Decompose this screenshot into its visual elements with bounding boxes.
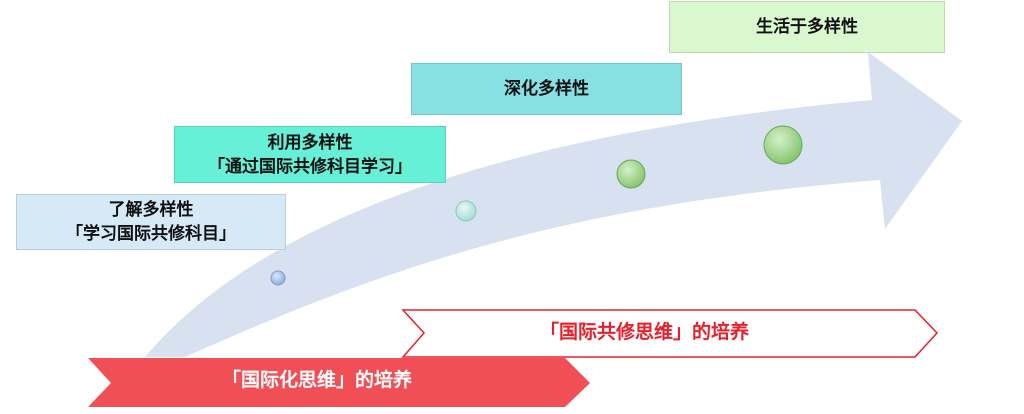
stage-dot-2 bbox=[455, 200, 477, 222]
stage-1-subtitle: 「学习国际共修科目」 bbox=[66, 224, 236, 244]
growth-arrow bbox=[145, 52, 962, 357]
banner-bottom-label: 「国际化思维」的培养 bbox=[222, 369, 413, 391]
stage-4-title: 生活于多样性 bbox=[756, 17, 858, 37]
stage-2-subtitle: 「通过国际共修科目学习」 bbox=[208, 156, 412, 177]
stage-box-2: 利用多样性 「通过国际共修科目学习」 bbox=[174, 126, 446, 183]
stage-1-title: 了解多样性 bbox=[108, 200, 194, 220]
stage-box-3: 深化多样性 bbox=[411, 63, 682, 115]
stage-dot-4 bbox=[763, 125, 803, 165]
stage-2-title: 利用多样性 bbox=[267, 132, 353, 153]
stage-dot-3 bbox=[616, 159, 646, 189]
stage-3-title: 深化多样性 bbox=[504, 79, 589, 99]
banner-bottom bbox=[88, 358, 590, 407]
stage-box-4: 生活于多样性 bbox=[669, 1, 945, 53]
banner-top bbox=[401, 309, 939, 358]
stage-box-1: 了解多样性 「学习国际共修科目」 bbox=[16, 194, 286, 250]
banner-top-label: 「国际共修思维」的培养 bbox=[540, 321, 750, 343]
stage-dot-1 bbox=[270, 270, 286, 286]
